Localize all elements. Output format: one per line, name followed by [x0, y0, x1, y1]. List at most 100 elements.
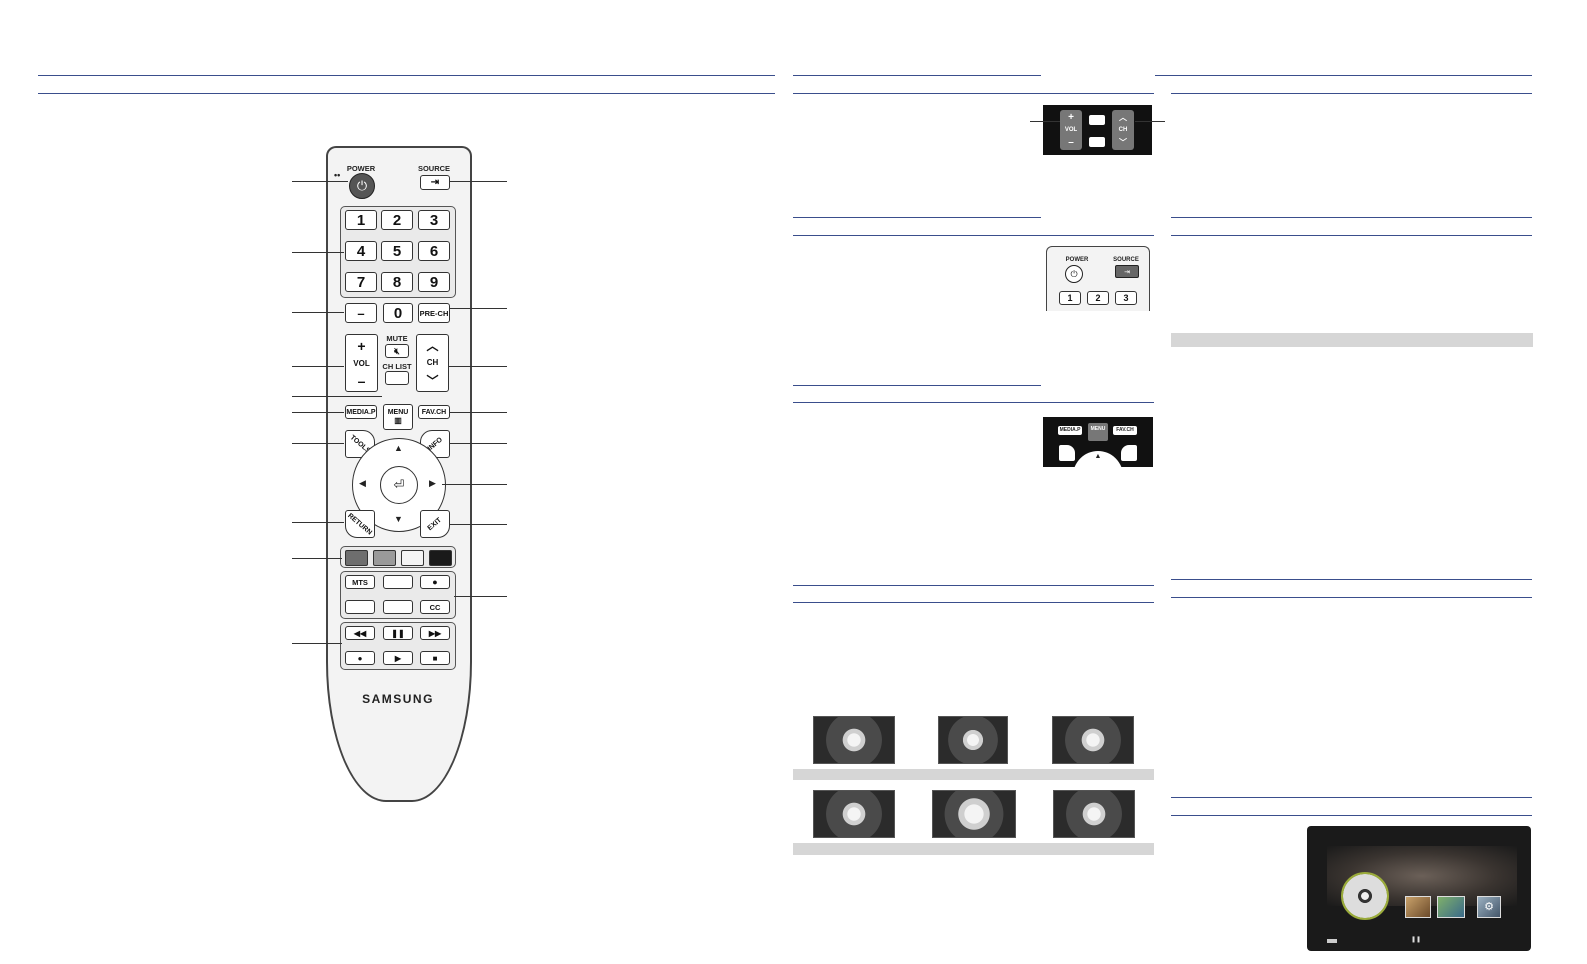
function-button-2[interactable]: [383, 575, 413, 589]
mid-section3-rule-top: [793, 385, 1041, 386]
number-button-8[interactable]: 8: [381, 272, 413, 292]
callout-line: [449, 443, 507, 444]
rewind-button[interactable]: ◀◀: [345, 626, 375, 640]
mid-section3-rule-bottom: [793, 402, 1154, 403]
callout-line: [292, 252, 344, 253]
chat-icon: ●: [432, 577, 438, 587]
right-header-rule-top: [1155, 75, 1532, 76]
picture-thumbnail-1: [813, 716, 895, 764]
source-label: SOURCE: [417, 164, 451, 173]
indicator-dots-icon: ••: [334, 170, 341, 180]
cc-button[interactable]: CC: [420, 600, 450, 614]
color-key-a[interactable]: [345, 550, 368, 566]
callout-line: [1030, 121, 1060, 122]
up-arrow-icon: ▲: [394, 443, 403, 453]
number-button-6[interactable]: 6: [418, 241, 450, 261]
mts-button[interactable]: MTS: [345, 575, 375, 589]
mid-header-rule-bottom: [793, 93, 1154, 94]
callout-line: [292, 396, 382, 397]
record-button[interactable]: ●: [345, 651, 375, 665]
dash-button[interactable]: –: [345, 303, 377, 323]
menu-icon: ▥: [394, 416, 402, 425]
function-button-4[interactable]: [345, 600, 375, 614]
number-button-7[interactable]: 7: [345, 272, 377, 292]
volume-label: VOL: [353, 358, 370, 368]
menu-button[interactable]: MENU ▥: [383, 404, 413, 430]
thumb-media-key: MEDIA.P: [1058, 426, 1082, 435]
channel-up-icon: ︿: [426, 339, 439, 354]
pause-button[interactable]: ❚❚: [383, 626, 413, 640]
fast-forward-button[interactable]: ▶▶: [420, 626, 450, 640]
thumb-ch-rocker: ︿ CH ﹀: [1112, 110, 1134, 150]
return-button[interactable]: RETURN: [345, 510, 375, 538]
thumb-source-icon: ⇥: [1115, 265, 1139, 278]
function-button-5[interactable]: [383, 600, 413, 614]
number-button-3[interactable]: 3: [418, 210, 450, 230]
picture-thumbnail-2: [938, 716, 1008, 764]
chlist-label: CH LIST: [382, 362, 412, 371]
favch-button[interactable]: FAV.CH: [418, 405, 450, 419]
callout-line: [292, 366, 344, 367]
number-button-2[interactable]: 2: [381, 210, 413, 230]
thumb-minus-icon: –: [1068, 137, 1074, 148]
power-button[interactable]: ⏻: [349, 173, 375, 199]
source-button[interactable]: ⇥: [420, 175, 450, 190]
thumb-power-label: POWER: [1065, 257, 1089, 263]
thumb-info-key: [1121, 445, 1137, 461]
number-button-0[interactable]: 0: [383, 303, 413, 323]
enter-button[interactable]: ⏎: [380, 466, 418, 504]
thumb-source-label: SOURCE: [1113, 257, 1139, 263]
record-icon: ●: [357, 653, 363, 663]
thumbnail-caption-band-2: [793, 843, 1154, 855]
color-keys-group: [340, 546, 456, 568]
thumbnail-caption-band-1: [793, 769, 1154, 780]
thumb-menu-key: MENU: [1088, 423, 1108, 441]
power-source-thumbnail: POWER ⏻ SOURCE ⇥ 1 2 3: [1046, 246, 1150, 311]
exit-button[interactable]: EXIT: [420, 510, 450, 538]
rewind-icon: ◀◀: [353, 628, 367, 638]
callout-line: [292, 181, 348, 182]
right-section3-rule-bottom: [1171, 597, 1532, 598]
stop-icon: ■: [432, 653, 438, 663]
callout-line: [449, 412, 507, 413]
volume-rocker[interactable]: + VOL –: [345, 334, 378, 392]
return-label: RETURN: [346, 511, 374, 537]
mute-label: MUTE: [386, 334, 408, 343]
left-header-rule-top: [38, 75, 775, 76]
menu-thumbnail: MEDIA.P MENU FAV.CH ▲: [1043, 417, 1153, 467]
color-key-c[interactable]: [401, 550, 424, 566]
mid-section4-rule-bottom: [793, 602, 1154, 603]
picture-thumbnail-6: [1053, 790, 1135, 838]
callout-line: [449, 524, 507, 525]
source-icon: ⇥: [430, 177, 440, 188]
right-section2-rule-bottom: [1171, 235, 1532, 236]
callout-line: [442, 484, 507, 485]
callout-line: [292, 522, 344, 523]
number-button-9[interactable]: 9: [418, 272, 450, 292]
play-icon: ▶: [394, 653, 402, 663]
play-button[interactable]: ▶: [383, 651, 413, 665]
stop-button[interactable]: ■: [420, 651, 450, 665]
thumb-ch-up-icon: ︿: [1119, 113, 1127, 122]
chlist-button[interactable]: [385, 371, 409, 385]
number-button-1[interactable]: 1: [345, 210, 377, 230]
mid-header-rule-top: [793, 75, 1041, 76]
media-button[interactable]: MEDIA.P: [345, 405, 377, 419]
number-button-4[interactable]: 4: [345, 241, 377, 261]
callout-line: [1135, 121, 1165, 122]
channel-rocker[interactable]: ︿ CH ﹀: [416, 334, 449, 392]
mute-button[interactable]: 🔇︎: [385, 344, 409, 358]
callout-line: [292, 312, 344, 313]
color-key-b[interactable]: [373, 550, 396, 566]
number-button-5[interactable]: 5: [381, 241, 413, 261]
thumb-number-1: 1: [1059, 291, 1081, 305]
channel-label: CH: [426, 358, 439, 368]
tools-button[interactable]: TOOLS: [345, 430, 375, 458]
function-button-3[interactable]: ●: [420, 575, 450, 589]
right-gray-band: [1171, 333, 1533, 347]
right-section4-rule-bottom: [1171, 815, 1532, 816]
prech-button[interactable]: PRE-CH: [418, 303, 450, 323]
volume-down-label: –: [357, 372, 366, 389]
right-header-rule-bottom: [1171, 93, 1532, 94]
color-key-d[interactable]: [429, 550, 452, 566]
